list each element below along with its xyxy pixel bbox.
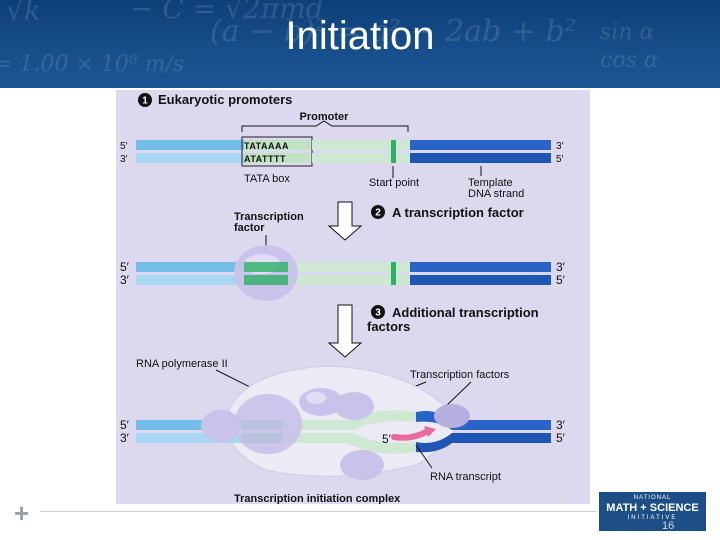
background-formula: cos α	[600, 48, 659, 73]
dna-bottom-left	[136, 433, 244, 443]
promoter-top	[244, 262, 410, 272]
strand-end-label: 5′	[120, 418, 130, 432]
strand-end-label: 3′	[556, 141, 564, 152]
template-label: DNA strand	[468, 188, 524, 200]
step-arrow	[327, 201, 363, 241]
logo-line: MATH + SCIENCE	[606, 502, 699, 514]
transcription-factor-blob	[334, 392, 374, 420]
strand-end-label: 3′	[556, 418, 566, 432]
promoter-bracket	[241, 120, 409, 132]
start-point-mark	[391, 140, 396, 163]
step-2-title: A transcription factor	[392, 205, 524, 220]
dna-bottom-left	[136, 275, 244, 285]
template-label: Template	[468, 177, 513, 189]
background-formula: = 1.00 × 10⁸ m/s	[0, 52, 185, 77]
step-1-marker	[138, 93, 152, 107]
dna-top-left	[136, 420, 244, 430]
tata-box-label: TATA box	[244, 173, 290, 185]
step-3-marker	[371, 305, 385, 319]
background-formula: sin α	[600, 20, 655, 45]
promoter-bottom	[312, 153, 410, 163]
strand-end-label: 5′	[120, 260, 130, 274]
tata-sequence-top: TATAAAA	[244, 141, 289, 151]
title-banner: √k − C = √2πmd (a − b)² = a² − 2ab + b² …	[0, 0, 720, 88]
background-formula: √k	[6, 0, 41, 27]
dna-bottom-left	[136, 153, 244, 163]
background-formula: (a − b)² = a² − 2ab + b²	[210, 14, 577, 49]
strand-end-label: 3′	[120, 273, 130, 287]
step-1-number: 1	[142, 96, 148, 107]
transcription-factor-blob	[340, 450, 384, 480]
template-strand	[410, 275, 551, 285]
tf-pointer	[445, 381, 472, 407]
open-dna-bottom	[294, 433, 416, 454]
background-formula: − C = √2πmd	[130, 0, 324, 25]
step-3-number: 3	[375, 308, 381, 319]
tata-bound-bottom	[244, 275, 288, 285]
open-dna-top	[294, 410, 416, 430]
step-2-number: 2	[375, 208, 381, 219]
complex-label: Transcription initiation complex	[234, 493, 401, 504]
dna-top-right	[410, 262, 551, 272]
tata-box-top	[244, 140, 310, 150]
tata-sequence-bottom: ATATTTT	[244, 154, 286, 164]
tf-label: factor	[234, 222, 265, 234]
promoter-bottom	[244, 275, 410, 285]
footer-divider	[40, 511, 596, 512]
template-strand	[410, 153, 551, 163]
rna-polymerase-label: RNA polymerase II	[136, 358, 228, 370]
rna-five-prime: 5′	[382, 432, 392, 446]
promoter-label: Promoter	[300, 111, 350, 123]
nmsi-logo: NATIONAL MATH + SCIENCE INITIATIVE	[599, 492, 706, 531]
rna-transcript-pointer	[415, 444, 433, 469]
logo-line: NATIONAL	[633, 495, 672, 501]
transcription-factor-blob	[201, 410, 241, 442]
strand-end-label: 5′	[120, 141, 128, 152]
strand-end-label: 3′	[120, 154, 128, 165]
dna-top-left	[136, 140, 244, 150]
strand-end-label: 3′	[120, 431, 130, 445]
transcription-factor-blob	[234, 394, 302, 454]
step-arrow	[327, 304, 363, 358]
rna-transcript	[391, 428, 431, 441]
tata-box-outline	[241, 136, 313, 167]
step-3-title: factors	[367, 319, 410, 334]
tf-highlight	[306, 392, 326, 404]
strand-end-label: 5′	[556, 154, 564, 165]
template-strand	[416, 433, 551, 453]
diagram-svg: 1 Eukaryotic promoters Promoter TATAAAA …	[120, 92, 566, 504]
transcription-factor-blob	[434, 404, 470, 428]
step-3-title: Additional transcription	[392, 305, 539, 320]
transcription-initiation-diagram: 1 Eukaryotic promoters Promoter TATAAAA …	[116, 90, 590, 504]
dna-top-left	[136, 262, 244, 272]
tata-bound-top	[244, 262, 288, 272]
strand-end-label: 3′	[556, 260, 566, 274]
promoter-top	[312, 140, 410, 150]
strand-end-label: 5′	[556, 431, 566, 445]
page-number: 16	[662, 520, 675, 532]
tata-box-bottom	[244, 153, 310, 163]
slide-title: Initiation	[285, 14, 435, 58]
step-1-title: Eukaryotic promoters	[158, 92, 292, 107]
tf-label: Transcription	[234, 211, 304, 223]
start-point-mark	[391, 262, 396, 285]
plus-icon: +	[14, 498, 30, 528]
transcription-factors-label: Transcription factors	[410, 369, 510, 381]
dna-top-right	[410, 140, 551, 150]
step-2-marker	[371, 205, 385, 219]
logo-line: INITIATIVE	[627, 515, 678, 521]
strand-end-label: 5′	[556, 273, 566, 287]
start-point-label: Start point	[369, 177, 419, 189]
rna-transcript-arrow	[424, 426, 436, 437]
rna-transcript-label: RNA transcript	[430, 471, 501, 483]
